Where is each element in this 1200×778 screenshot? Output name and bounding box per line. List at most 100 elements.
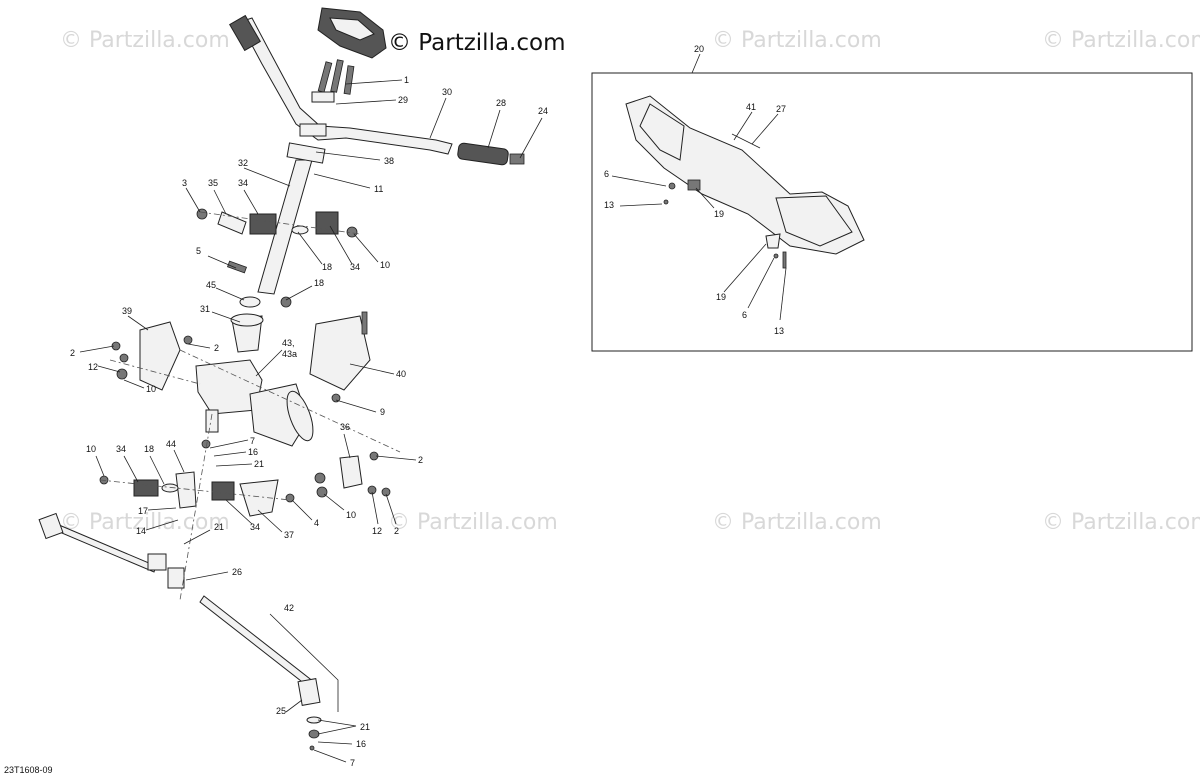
leader-line (349, 363, 395, 375)
leader-line (123, 455, 139, 483)
leader-line (243, 189, 259, 215)
callout-number: 18 (322, 262, 332, 272)
bolt (196, 208, 208, 220)
bracket (139, 321, 181, 391)
callout-number: 9 (380, 407, 385, 417)
callout-number: 27 (776, 104, 786, 114)
callout-number: 17 (138, 506, 148, 516)
leader-line (345, 79, 403, 85)
callout-number: 2 (418, 455, 423, 465)
leader-line (317, 725, 357, 735)
leader-line (747, 257, 775, 309)
callout-number: 7 (350, 758, 355, 768)
watermark: © Partzilla.com (1042, 28, 1200, 53)
callout-number: 26 (232, 567, 242, 577)
leader-line (751, 113, 779, 145)
callout-number: 19 (716, 292, 726, 302)
bolt (343, 65, 355, 95)
leader-line (123, 379, 145, 389)
callout-number: 34 (250, 522, 260, 532)
callout-number: 14 (136, 526, 146, 536)
callout-number: 30 (442, 87, 452, 97)
nut (116, 368, 128, 380)
callout-number: 13 (604, 200, 614, 210)
leader-line (187, 343, 211, 349)
nut (314, 472, 326, 484)
callout-number: 16 (248, 447, 258, 457)
leader-line (695, 187, 715, 209)
leader-line (297, 231, 323, 265)
nut (201, 439, 211, 449)
leader-line (149, 455, 165, 485)
callout-number: 38 (384, 156, 394, 166)
bolt (361, 311, 368, 335)
leader-line (209, 439, 249, 449)
screw (782, 251, 787, 269)
leader-line (243, 167, 291, 187)
callout-number: 41 (746, 102, 756, 112)
leader-line (371, 491, 379, 525)
bolt (227, 260, 247, 274)
callout-number: 43, (282, 338, 295, 348)
leader-line (215, 463, 253, 467)
callout-number: 21 (360, 722, 370, 732)
leader-line (317, 741, 353, 745)
callout-number: 29 (398, 95, 408, 105)
leader-line (213, 189, 227, 215)
leader-line (213, 451, 247, 457)
leader-line (385, 493, 397, 525)
tie-rod-end (167, 567, 185, 589)
callout-number: 18 (144, 444, 154, 454)
callout-number: 3 (182, 178, 187, 188)
callout-number: 21 (254, 459, 264, 469)
tie-rod-end (38, 512, 64, 540)
callout-number: 10 (146, 384, 156, 394)
left-grip (229, 14, 261, 52)
bolt (317, 61, 333, 93)
boot-top (230, 313, 264, 327)
right-grip (457, 142, 509, 166)
nut (308, 729, 320, 739)
output-shaft (205, 409, 219, 433)
leader-line (183, 529, 211, 545)
leader-line (285, 285, 313, 301)
callout-number: 21 (214, 522, 224, 532)
leader-line (79, 345, 115, 353)
bushing (133, 479, 159, 497)
leader-line (257, 509, 283, 533)
callout-number: 10 (346, 510, 356, 520)
bolt (183, 335, 193, 345)
leader-line (313, 173, 371, 189)
bushing (249, 213, 277, 235)
leader-line (173, 449, 185, 473)
callout-number: 45 (206, 280, 216, 290)
leader-line (317, 719, 357, 727)
leader-line (429, 97, 447, 139)
callout-number: 6 (604, 169, 609, 179)
leader-line (285, 699, 303, 713)
callout-number: 37 (284, 530, 294, 540)
centerline (199, 211, 361, 235)
leader-line (313, 749, 347, 763)
callout-number: 12 (372, 526, 382, 536)
centerline (179, 349, 401, 453)
callout-number: 31 (200, 304, 210, 314)
washer (161, 483, 179, 493)
leader-line (147, 507, 177, 511)
leader-line (95, 455, 105, 477)
centerline (109, 359, 201, 385)
callout-number: 2 (214, 343, 219, 353)
callout-number: 32 (238, 158, 248, 168)
leader-line (691, 53, 701, 74)
o-ring (239, 296, 261, 308)
inset-box (591, 72, 1193, 352)
screw (773, 253, 779, 259)
leader-line (335, 99, 397, 105)
motor-endcap (286, 390, 314, 442)
callout-number: 44 (166, 439, 176, 449)
handlebar (239, 17, 453, 155)
callout-number: 36 (340, 422, 350, 432)
callout-number: 34 (238, 178, 248, 188)
